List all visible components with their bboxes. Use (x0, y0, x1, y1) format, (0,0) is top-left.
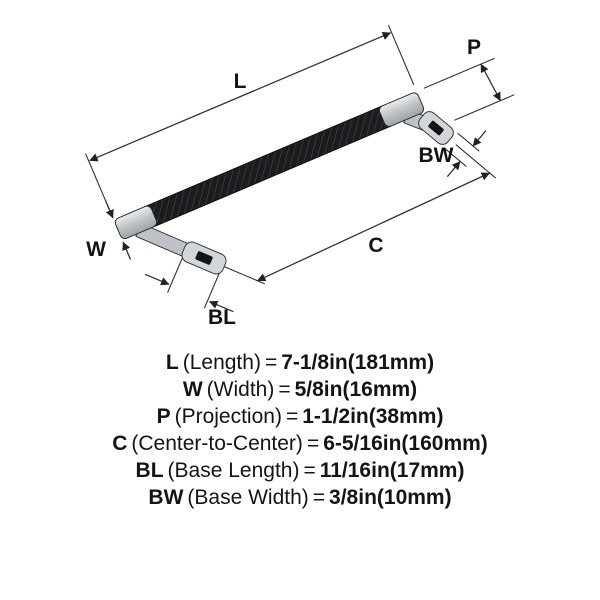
spec-row-base-width: BW(Base Width)=3/8in(10mm) (0, 484, 600, 511)
bl-arrow-2 (209, 300, 234, 313)
dimension-lines (104, 57, 515, 313)
grip-section (144, 105, 392, 228)
spec-row-base-length: BL(Base Length)=11/16in(17mm) (0, 457, 600, 484)
l-dimension-line (89, 32, 392, 162)
spec-label: (Base Length) (167, 459, 300, 482)
c-extension-right (455, 144, 497, 179)
dim-label-bl: BL (208, 306, 236, 329)
spec-value: 7-1/8in(181mm) (281, 351, 435, 374)
handle-bar-group (85, 24, 425, 240)
spec-separator: = (303, 459, 316, 482)
dim-label-l: L (234, 70, 247, 93)
spec-value: 1-1/2in(38mm) (302, 405, 444, 428)
spec-label: (Length) (182, 351, 261, 374)
l-extension-left (85, 153, 112, 214)
bl-extension-1 (167, 257, 184, 293)
c-extension-left (216, 262, 265, 285)
spec-list: L(Length)=7-1/8in(181mm) W(Width)=5/8in(… (0, 349, 600, 511)
spec-separator: = (285, 405, 299, 428)
spec-label: (Base Width) (187, 486, 309, 509)
spec-value: 5/8in(16mm) (294, 378, 418, 401)
bl-arrow-1 (144, 273, 170, 286)
right-foot (418, 111, 454, 145)
left-foot-slot (195, 251, 213, 265)
p-extension-top (423, 57, 495, 89)
bw-extension-1 (444, 148, 467, 168)
c-dimension-line (257, 172, 490, 282)
bw-arrow-2 (472, 130, 487, 147)
l-dimension-group (85, 24, 415, 214)
handle-diagram-svg: L P BW C W BL (85, 24, 515, 329)
p-extension-bottom (454, 94, 515, 121)
bw-extension-2 (457, 132, 480, 152)
spec-separator: = (278, 378, 291, 401)
w-arrow-bottom (122, 241, 132, 260)
spec-abbr: BL (135, 459, 164, 482)
spec-abbr: C (112, 432, 128, 455)
spec-abbr: W (182, 378, 203, 401)
right-foot-slot (428, 120, 444, 136)
spec-row-width: W(Width)=5/8in(16mm) (0, 376, 600, 403)
spec-label: (Width) (206, 378, 275, 401)
spec-separator: = (306, 432, 320, 455)
spec-value: 6-5/16in(160mm) (323, 432, 488, 455)
handle-diagram: L P BW C W BL (85, 24, 515, 329)
spec-row-projection: P(Projection)=1-1/2in(38mm) (0, 403, 600, 430)
dim-label-c: C (368, 234, 383, 257)
dim-label-p: P (467, 36, 481, 59)
spec-abbr: P (156, 405, 171, 428)
spec-separator: = (312, 486, 326, 509)
spec-value: 11/16in(17mm) (319, 459, 465, 482)
spec-label: (Center-to-Center) (131, 432, 303, 455)
spec-row-center-to-center: C(Center-to-Center)=6-5/16in(160mm) (0, 430, 600, 457)
p-dimension-line (480, 63, 501, 102)
dim-label-bw: BW (419, 144, 454, 167)
spec-abbr: BW (148, 486, 184, 509)
spec-separator: = (264, 351, 278, 374)
left-foot (181, 241, 227, 275)
spec-abbr: L (165, 351, 179, 374)
left-end-cap (114, 205, 158, 240)
spec-row-length: L(Length)=7-1/8in(181mm) (0, 349, 600, 376)
bl-extension-2 (203, 272, 220, 309)
dim-label-w: W (86, 238, 106, 261)
l-extension-right (387, 24, 415, 86)
spec-label: (Projection) (174, 405, 282, 428)
spec-value: 3/8in(10mm) (329, 486, 452, 509)
